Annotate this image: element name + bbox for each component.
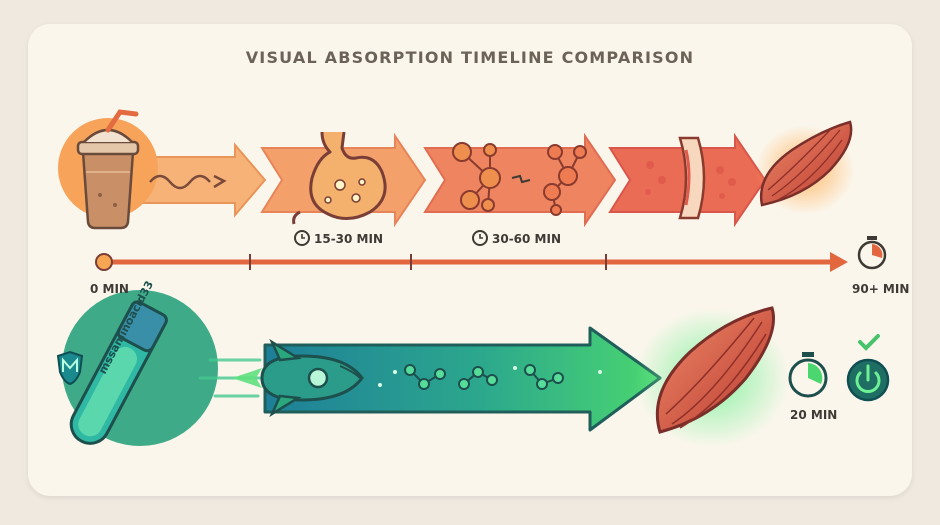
timeline-end-label: 90+ MIN [852,282,910,296]
clock-icon [294,230,488,246]
stomach-icon [292,131,387,225]
rocket-icon [232,338,364,418]
fast-duration-label: 20 MIN [790,408,838,422]
stopwatch-icon [788,352,828,398]
step-duration-breakdown: 30-60 MIN [492,232,562,246]
stopwatch-icon [857,236,887,270]
blood-vessel-icon [645,136,736,220]
step-duration-stomach: 15-30 MIN [314,232,384,246]
timeline-start-label: 0 MIN [90,282,129,296]
vial-icon [69,300,168,445]
shield-logo-icon [56,350,84,386]
page-title: VISUAL ABSORPTION TIMELINE COMPARISON [245,48,695,67]
muscle-icon [634,306,790,448]
checkmark-icon [858,334,880,351]
molecule-icon [452,142,587,216]
top-timeline [95,252,848,272]
muscle-icon [755,120,855,215]
smoothie-cup-icon [58,109,227,230]
molecule-chain-icon [404,364,564,390]
power-button-icon [846,358,890,402]
